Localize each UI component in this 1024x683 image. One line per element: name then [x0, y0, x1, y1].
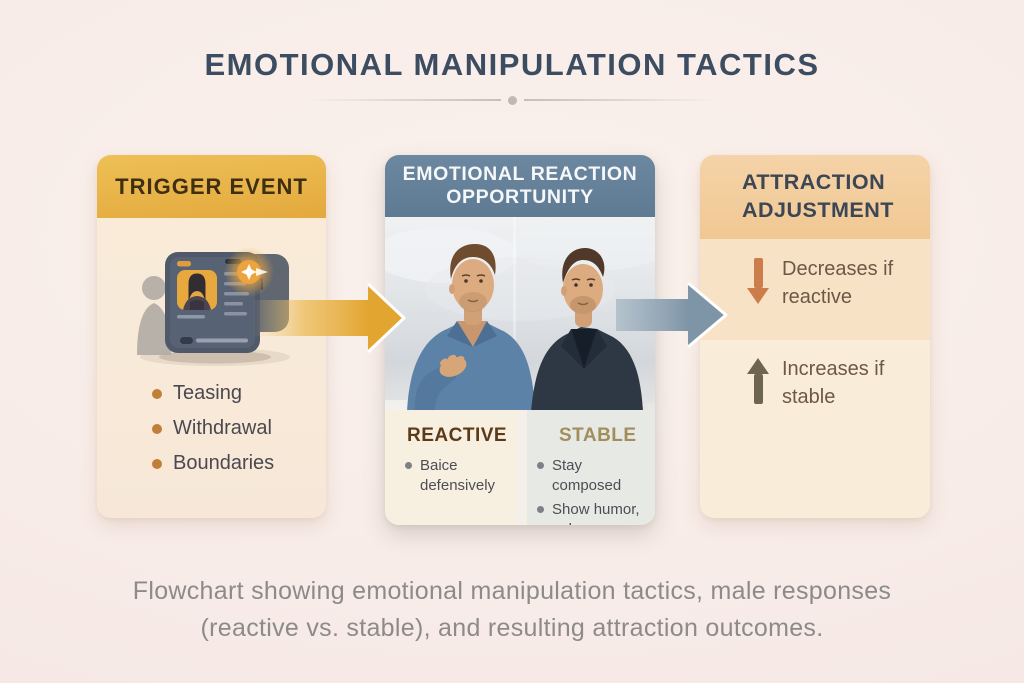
- list-item-label: Teasing: [173, 382, 242, 404]
- decrease-label: Decreases if reactive: [782, 258, 894, 309]
- stable-label: STABLE: [559, 425, 637, 446]
- list-item: Baice defensively: [385, 456, 516, 497]
- decrease-outcome: Decreases if reactive: [747, 255, 894, 312]
- flow-arrow-gold-icon: [252, 283, 406, 353]
- bullet-dot-icon: [152, 458, 162, 469]
- title-divider: [307, 95, 717, 105]
- stable-list: Stay composed Show humor, ealmness: [527, 456, 655, 525]
- list-item-withdrawal: Withdrawal: [152, 417, 274, 439]
- reactive-man-illustration: [407, 244, 535, 410]
- reactive-list: Baice defensively: [385, 456, 516, 497]
- flow-arrow-blue-icon: [616, 281, 728, 349]
- increase-section-bg: [700, 340, 930, 518]
- stable-man-illustration: [531, 248, 643, 410]
- column-divider: [516, 410, 527, 525]
- list-item-label: Withdrawal: [173, 417, 272, 439]
- bullet-dot-icon: [152, 388, 162, 399]
- list-item-label: Boundaries: [173, 452, 275, 474]
- list-item: Show humor, ealmness: [527, 500, 655, 526]
- up-arrow-icon: [747, 358, 769, 404]
- profile-avatar: [177, 270, 217, 310]
- caption-line-1: Flowchart showing emotional manipulation…: [132, 577, 892, 605]
- bullet-dot-icon: [537, 505, 544, 513]
- reactive-column: REACTIVE Baice defensively: [385, 410, 516, 525]
- response-columns: REACTIVE Baice defensively STABLE Stay c…: [385, 410, 655, 525]
- notification-sparkle-icon: [224, 247, 274, 297]
- reaction-opportunity-panel: EMOTIONAL REACTION OPPORTUNITY: [385, 155, 655, 525]
- bullet-dot-icon: [537, 462, 544, 469]
- down-arrow-icon: [747, 258, 769, 304]
- list-item-teasing: Teasing: [152, 382, 274, 404]
- divider-line: [307, 99, 501, 101]
- stable-column: STABLE Stay composed Show humor, ealmnes…: [527, 410, 655, 525]
- attraction-adjustment-panel: ATTRACTION ADJUSTMENT Decreases if react…: [700, 155, 930, 518]
- caption-line-2: (reactive vs. stable), and resulting att…: [200, 614, 824, 642]
- trigger-tactics-list: Teasing Withdrawal Boundaries: [152, 382, 275, 488]
- decrease-section-bg: [700, 239, 930, 340]
- person-silhouette-icon: [137, 276, 171, 355]
- list-item-label: Show humor, ealmness: [552, 500, 640, 526]
- phone-notification-illustration: [137, 247, 290, 366]
- page-title: EMOTIONAL MANIPULATION TACTICS: [204, 47, 820, 82]
- divider-line: [523, 99, 717, 101]
- increase-label: Increases if stable: [782, 358, 885, 409]
- list-item: Stay composed: [527, 456, 655, 497]
- list-item-boundaries: Boundaries: [152, 452, 275, 474]
- list-item-label: Stay composed: [552, 457, 622, 495]
- bullet-dot-icon: [152, 423, 162, 434]
- reaction-opportunity-header: EMOTIONAL REACTION OPPORTUNITY: [385, 155, 655, 217]
- bullet-dot-icon: [405, 462, 412, 469]
- trigger-event-header: TRIGGER EVENT: [97, 155, 326, 218]
- divider-dot-icon: [507, 95, 517, 105]
- trigger-event-panel: TRIGGER EVENT: [97, 155, 326, 518]
- men-illustration: [385, 217, 655, 410]
- list-item-label: Baice defensively: [420, 457, 496, 495]
- attraction-adjustment-header: ATTRACTION ADJUSTMENT: [700, 155, 930, 239]
- caption: Flowchart showing emotional manipulation…: [0, 573, 1024, 647]
- two-men-photo: [385, 217, 655, 410]
- reactive-label: REACTIVE: [407, 425, 508, 446]
- increase-outcome: Increases if stable: [747, 355, 894, 412]
